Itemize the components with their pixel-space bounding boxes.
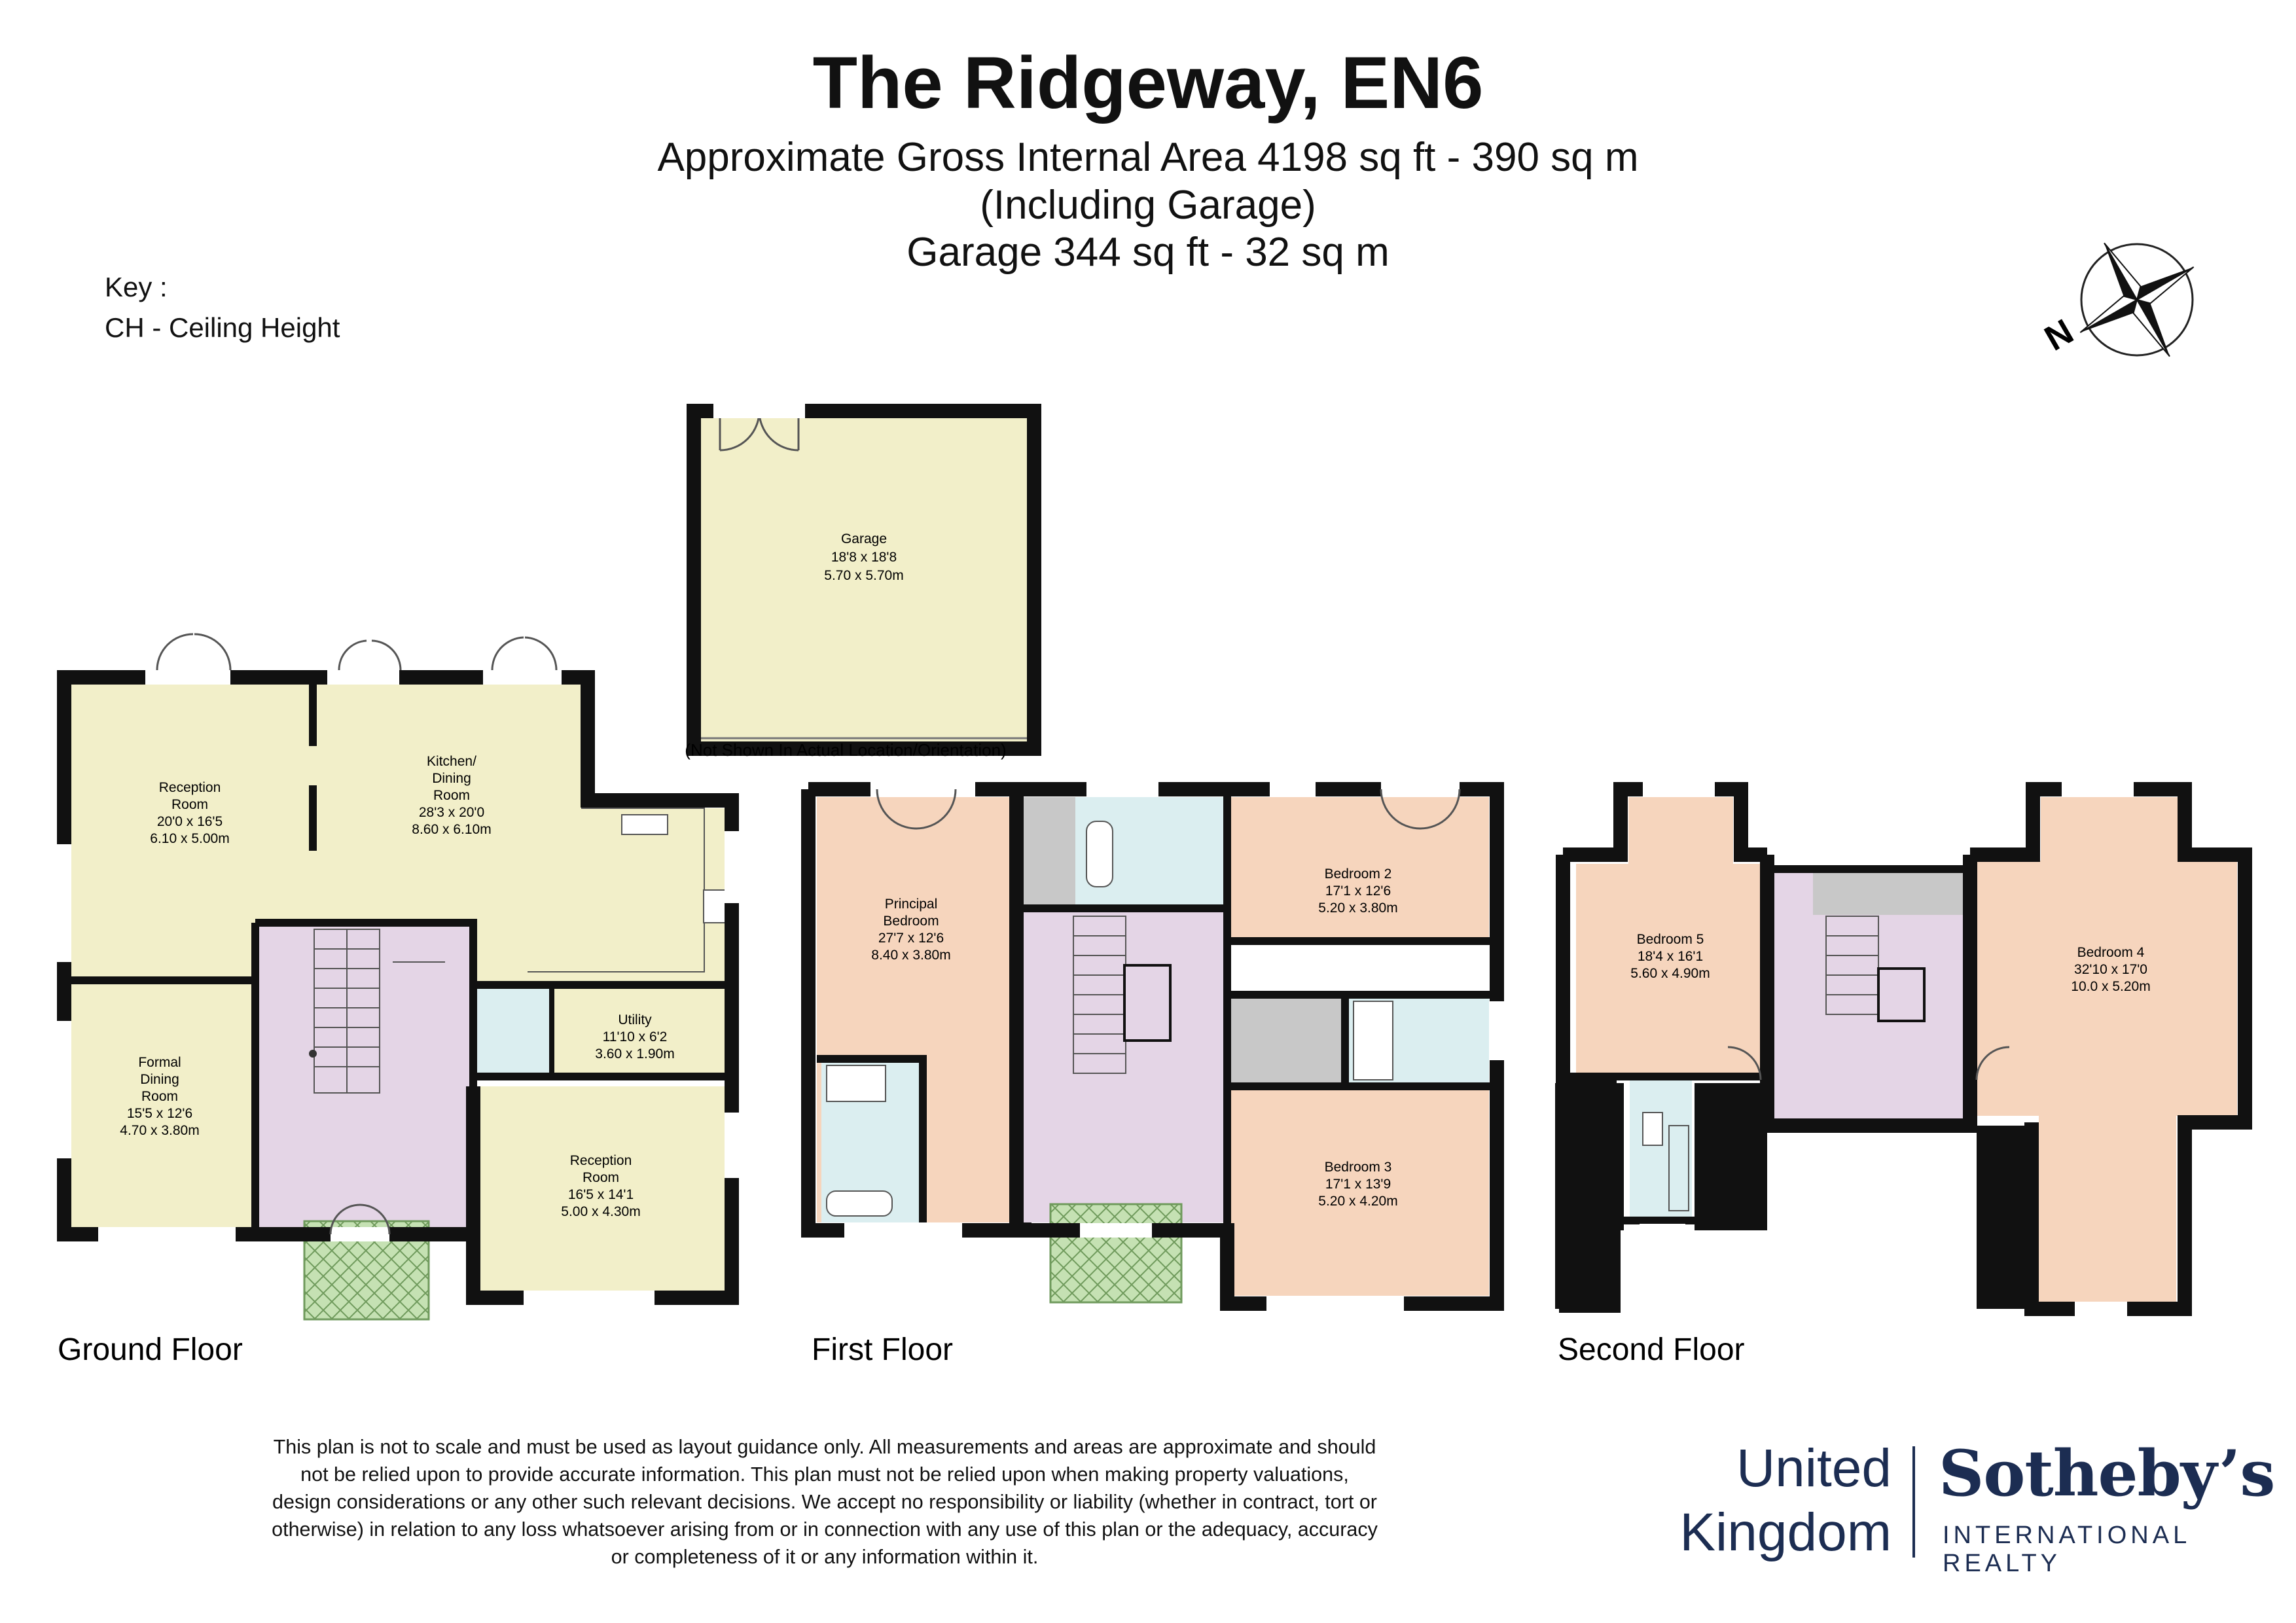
key-heading: Key :	[105, 272, 168, 302]
first-floor-label: First Floor	[812, 1332, 953, 1367]
svg-text:Room: Room	[433, 788, 470, 803]
second-floor-room-labels: Bedroom 5 18'4 x 16'1 5.60 x 4.90m Bedro…	[1630, 932, 2150, 994]
kitchen-dining-label: Kitchen/	[427, 754, 476, 769]
svg-text:5.00 x 4.30m: 5.00 x 4.30m	[561, 1204, 640, 1219]
disclaimer-line: not be relied upon to provide accurate i…	[300, 1463, 1349, 1486]
key-entry: CH - Ceiling Height	[105, 312, 340, 343]
svg-text:16'5 x 14'1: 16'5 x 14'1	[568, 1187, 634, 1202]
ground-floor-room-labels: Reception Room 20'0 x 16'5 6.10 x 5.00m …	[120, 754, 674, 1219]
svg-text:Dining: Dining	[140, 1072, 179, 1087]
svg-text:Bedroom: Bedroom	[883, 914, 939, 929]
compass-rose-icon	[2079, 242, 2195, 357]
brand-region: United Kingdom	[1630, 1436, 1892, 1565]
disclaimer-line: This plan is not to scale and must be us…	[273, 1436, 1376, 1458]
svg-text:10.0 x 5.20m: 10.0 x 5.20m	[2071, 979, 2150, 994]
first-floor-room-labels: Principal Bedroom 27'7 x 12'6 8.40 x 3.8…	[871, 866, 1397, 1209]
svg-text:15'5 x 12'6: 15'5 x 12'6	[127, 1106, 192, 1121]
svg-text:5.20 x 4.20m: 5.20 x 4.20m	[1318, 1194, 1397, 1209]
ground-floor-label: Ground Floor	[58, 1332, 243, 1367]
brand-divider	[1912, 1446, 1915, 1558]
compass-north-label: N	[2038, 312, 2080, 358]
garage-location-note: (Not Shown In Actual Location/Orientatio…	[685, 740, 1006, 760]
garage-plan	[687, 404, 1041, 756]
svg-text:4.70 x 3.80m: 4.70 x 3.80m	[120, 1123, 199, 1138]
svg-text:Dining: Dining	[432, 771, 471, 786]
svg-text:6.10 x 5.00m: 6.10 x 5.00m	[150, 831, 229, 846]
svg-text:27'7 x 12'6: 27'7 x 12'6	[878, 931, 944, 946]
svg-text:5.60 x 4.90m: 5.60 x 4.90m	[1630, 966, 1710, 981]
svg-text:17'1 x 13'9: 17'1 x 13'9	[1325, 1177, 1391, 1192]
disclaimer-line: or completeness of it or any information…	[611, 1546, 1039, 1568]
svg-text:5.20 x 3.80m: 5.20 x 3.80m	[1318, 901, 1397, 916]
svg-text:20'0 x 16'5: 20'0 x 16'5	[157, 814, 223, 829]
bedroom-4-label: Bedroom 4	[2077, 945, 2145, 960]
bedroom-3-label: Bedroom 3	[1325, 1160, 1392, 1175]
brand-region-line-1: United	[1736, 1438, 1892, 1498]
svg-text:Room: Room	[141, 1089, 178, 1104]
garage-label: Garage 18'8 x 18'8 5.70 x 5.70m	[824, 531, 903, 583]
svg-text:8.60 x 6.10m: 8.60 x 6.10m	[412, 822, 491, 837]
svg-text:Room: Room	[171, 797, 208, 812]
svg-text:3.60 x 1.90m: 3.60 x 1.90m	[595, 1046, 674, 1061]
formal-dining-label: Formal	[138, 1055, 181, 1070]
key-legend: Key : CH - Ceiling Height	[105, 267, 340, 348]
disclaimer-line: design considerations or any other such …	[272, 1491, 1377, 1513]
brand-region-line-2: Kingdom	[1679, 1503, 1892, 1562]
disclaimer-line: otherwise) in relation to any loss whats…	[272, 1518, 1378, 1541]
svg-text:18'4 x 16'1: 18'4 x 16'1	[1638, 949, 1703, 964]
plan-title: The Ridgeway, EN6	[812, 42, 1484, 124]
ground-floor-plan	[57, 633, 739, 1321]
garage-area-line: Garage 344 sq ft - 32 sq m	[906, 230, 1390, 275]
utility-label: Utility	[618, 1012, 652, 1027]
first-floor-plan	[801, 782, 1504, 1311]
principal-bedroom-label: Principal	[885, 897, 938, 912]
reception-room-2-label: Reception	[570, 1153, 632, 1168]
reception-room-1-label: Reception	[159, 780, 221, 795]
svg-text:5.70 x 5.70m: 5.70 x 5.70m	[824, 568, 903, 583]
svg-text:11'10 x 6'2: 11'10 x 6'2	[603, 1029, 668, 1044]
second-floor-label: Second Floor	[1558, 1332, 1745, 1367]
bedroom-2-label: Bedroom 2	[1325, 866, 1392, 882]
including-garage-line: (Including Garage)	[980, 183, 1316, 228]
svg-text:Garage: Garage	[841, 531, 887, 546]
svg-text:8.40 x 3.80m: 8.40 x 3.80m	[871, 948, 950, 963]
second-floor-plan	[1555, 782, 2252, 1316]
svg-text:17'1 x 12'6: 17'1 x 12'6	[1325, 883, 1391, 899]
bedroom-5-label: Bedroom 5	[1637, 932, 1704, 947]
disclaimer-text: This plan is not to scale and must be us…	[216, 1433, 1433, 1571]
brand-logo-name: Sotheby’s	[1939, 1436, 2275, 1510]
svg-text:28'3 x 20'0: 28'3 x 20'0	[419, 805, 484, 820]
gross-area-line: Approximate Gross Internal Area 4198 sq …	[657, 135, 1639, 180]
svg-text:18'8 x 18'8: 18'8 x 18'8	[831, 550, 897, 565]
svg-text:Room: Room	[583, 1170, 619, 1185]
brand-tagline: INTERNATIONAL REALTY	[1943, 1522, 2190, 1577]
svg-text:32'10 x 17'0: 32'10 x 17'0	[2074, 962, 2147, 977]
